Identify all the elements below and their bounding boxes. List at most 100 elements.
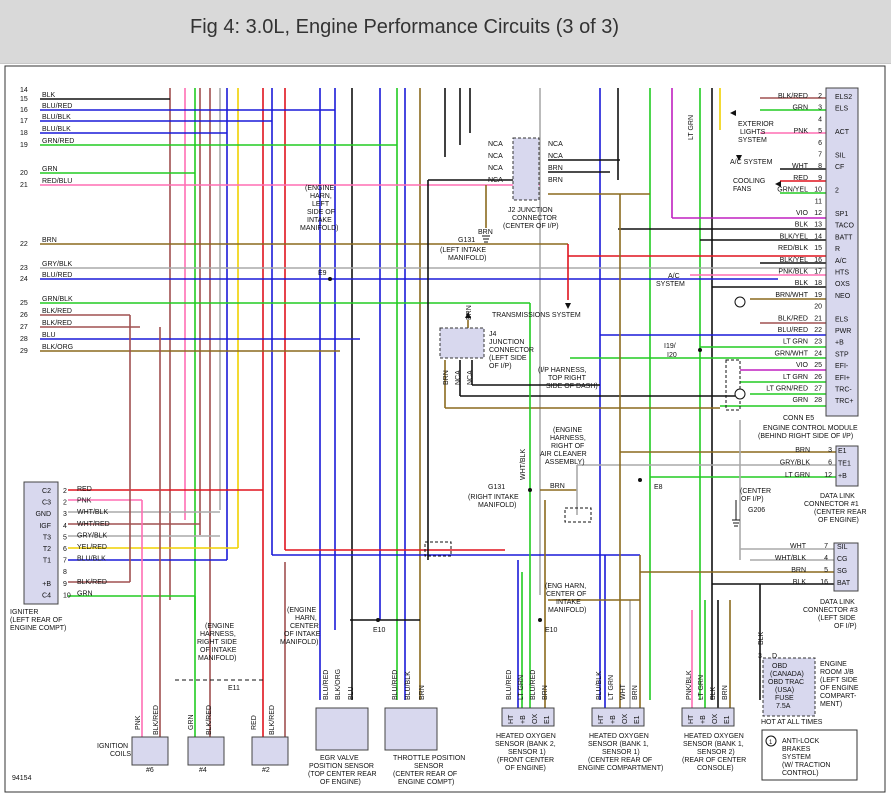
ecm-pin-terminal: SP1 [835, 211, 848, 218]
left-row-wire-color: BRN [42, 237, 57, 244]
ecm-pin-number: 9 [818, 175, 822, 182]
coil-6-block [131, 736, 169, 766]
ecm-pin-number: 19 [814, 292, 822, 299]
o2-wire: BLU/RED [530, 670, 537, 700]
ecm-pin-terminal: ACT [835, 129, 850, 136]
igniter-pin-number: 6 [63, 546, 67, 553]
ecm-pin-number: 16 [814, 257, 822, 264]
ecm-pin-number: 4 [818, 116, 822, 123]
jb-wire: BLK [758, 631, 765, 645]
left-row-wire-color: GRY/BLK [42, 261, 73, 268]
igniter-block [23, 481, 59, 605]
ecm-pin-wire: LT GRN/RED [766, 386, 808, 393]
coil-wire-a: RED [251, 715, 258, 730]
o2-pin: HT [598, 714, 605, 724]
g131-left-id: G131 [458, 237, 475, 244]
coil-2-block [251, 736, 289, 766]
coil-number: #6 [146, 767, 154, 774]
o2-pin: OX [532, 714, 539, 724]
ecm-pin-number: 12 [814, 210, 822, 217]
ecm-pin-terminal: R [835, 246, 840, 253]
j2-left-pin: NCA [488, 141, 503, 148]
ecm-pin-number: 13 [814, 222, 822, 229]
g206-id: G206 [748, 507, 765, 514]
ecm-pin-wire: BLK [795, 280, 809, 287]
igniter-terminal: C3 [42, 500, 51, 507]
igniter-pin-number: 7 [63, 558, 67, 565]
o2-pin: HT [688, 714, 695, 724]
igniter-terminal: +B [42, 581, 51, 588]
igniter-wire-color: PNK [77, 498, 92, 505]
egr-sensor-block [315, 707, 369, 751]
ecm-pin-terminal: EFI- [835, 363, 849, 370]
e10b-id: E10 [545, 627, 558, 634]
dlc1-pin-wire: GRY/BLK [780, 460, 811, 467]
j2-left-pin: NCA [488, 177, 503, 184]
ecm-pin-terminal: STP [835, 351, 849, 358]
tps-sensor-block [384, 707, 438, 751]
ecm-pin-number: 6 [818, 140, 822, 147]
tps-wire: BRN [419, 685, 426, 700]
o2-wire: BRN [542, 685, 549, 700]
ecm-pin-terminal: ELS [835, 316, 849, 323]
dlc1-pin-terminal: +B [838, 473, 847, 480]
o2-b1s2-block [681, 707, 735, 727]
j4-pin: BRN [443, 370, 450, 385]
dlc3-pin-number: 4 [824, 555, 828, 562]
igniter-wire-color: RED [77, 486, 92, 493]
ecm-pin-terminal: SIL [835, 153, 846, 160]
e10a-id: E10 [373, 627, 386, 634]
ecm-pin-terminal: CF [835, 164, 844, 171]
ecm-pin-terminal: EFI+ [835, 375, 850, 382]
splice-box-3 [725, 359, 741, 411]
j2-right-pin: BRN [548, 177, 563, 184]
ecm-pin-wire: BLK/YEL [780, 257, 809, 264]
dlc3-pin-number: 5 [824, 567, 828, 574]
note-marker-2 [734, 388, 746, 400]
ecm-pin-wire: GRN [792, 105, 808, 112]
splice-box-1 [424, 541, 452, 557]
o2-wire: PNK/BLK [686, 670, 693, 700]
ecm-pin-terminal: 2 [835, 188, 839, 195]
o2-pin: +B [700, 715, 707, 724]
arrow-icon [736, 155, 742, 161]
ecm-pin-number: 5 [818, 128, 822, 135]
j2-connector-block [512, 137, 540, 201]
dlc3-pin-terminal: BAT [837, 580, 851, 587]
ecm-pin-number: 10 [814, 187, 822, 194]
abs-note-num: 1 [769, 740, 773, 746]
j4-connector-block [439, 327, 485, 359]
left-row-wire-color: BLK/RED [42, 320, 72, 327]
igniter-wire-color: BLK/RED [77, 579, 107, 586]
ecm-pin-terminal: NEO [835, 293, 851, 300]
dlc3-pin-terminal: SG [837, 568, 847, 575]
ecm-pin-wire: RED/BLK [778, 245, 808, 252]
ground-icon [732, 519, 740, 527]
note-marker-1 [734, 296, 746, 308]
dlc3-pin-wire: WHT/BLK [775, 555, 806, 562]
o2-pin: +B [610, 715, 617, 724]
dlc1-pin-number: 6 [828, 460, 832, 467]
ecm-pin-number: 20 [814, 304, 822, 311]
ecm-pin-wire: VIO [796, 210, 809, 217]
o2-pin: E1 [724, 715, 731, 724]
dlc3-pin-terminal: SIL [837, 544, 848, 551]
transmissions-system-label: TRANSMISSIONS SYSTEM [492, 312, 581, 319]
igniter-terminal: T2 [43, 546, 51, 553]
dlc3-pin-wire: BLK [793, 579, 807, 586]
arrow-icon [465, 312, 471, 318]
ecm-pin-wire: RED [793, 175, 808, 182]
